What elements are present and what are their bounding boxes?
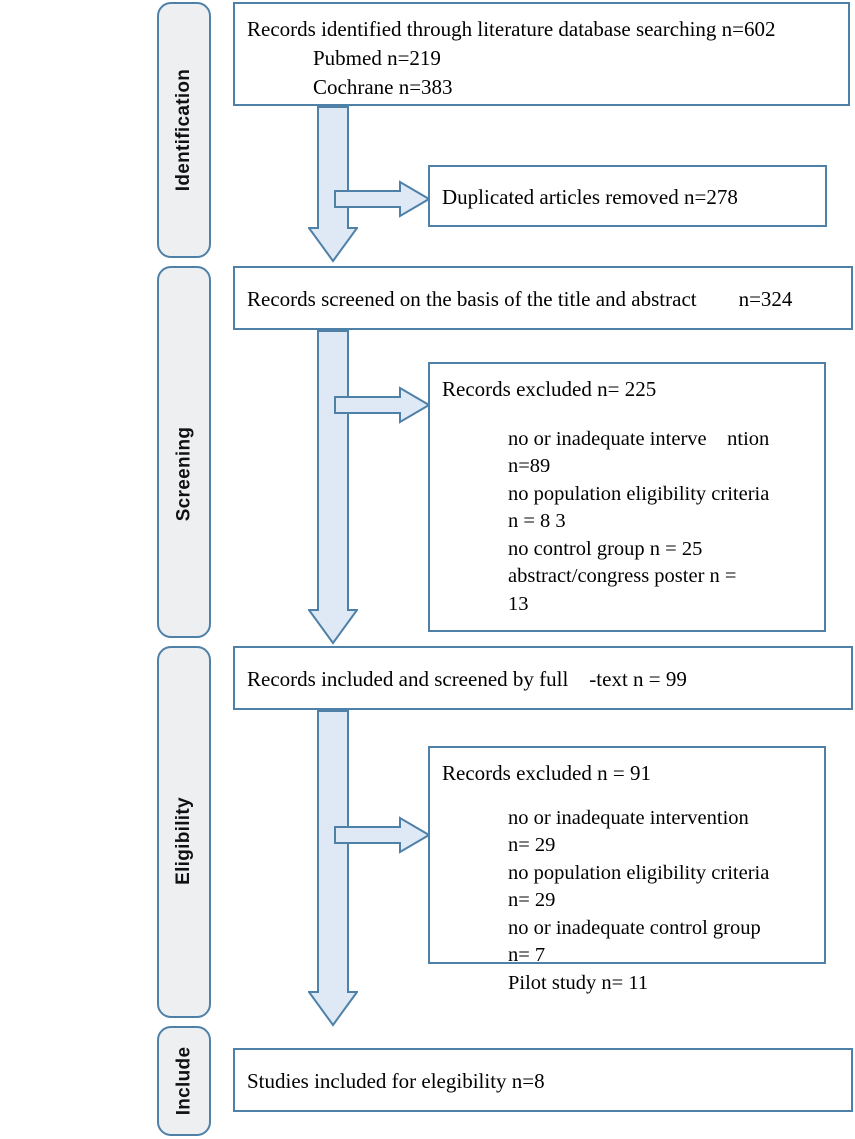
node-records-screened: Records screened on the basis of the tit…: [233, 266, 853, 330]
arrow-to-excluded-screening: [334, 386, 430, 424]
stage-pill-screening: Screening: [157, 266, 211, 638]
arrow-fulltext-to-included: [308, 710, 358, 1028]
node-excluded-eligibility: Records excluded n = 91 no or inadequate…: [428, 746, 826, 994]
arrow-screened-to-fulltext: [308, 330, 358, 646]
node-excluded-eligibility-reasons: no or inadequate intervention n= 29 no p…: [508, 807, 770, 994]
node-excluded-screening: Records excluded n= 225 no or inadequate…: [428, 362, 826, 632]
node-duplicates-removed: Duplicated articles removed n=278: [428, 165, 827, 227]
arrow-identified-to-screened: [308, 106, 358, 264]
arrow-to-excluded-eligibility: [334, 816, 430, 854]
stage-pill-eligibility: Eligibility: [157, 646, 211, 1018]
node-records-identified-line2: Pubmed n=219: [313, 46, 441, 70]
stage-label-include: Include: [173, 1046, 195, 1116]
node-records-identified-line3: Cochrane n=383: [313, 75, 453, 99]
node-studies-included-text: Studies included for elegibility n=8: [247, 1069, 545, 1093]
node-excluded-eligibility-heading: Records excluded n = 91: [442, 761, 651, 785]
stage-pill-identification: Identification: [157, 2, 211, 258]
node-excluded-screening-reasons: no or inadequate interve ntion n=89 no p…: [508, 428, 770, 615]
stage-label-eligibility: Eligibility: [173, 797, 195, 885]
arrow-to-duplicates-removed: [334, 180, 430, 218]
stage-pill-include: Include: [157, 1026, 211, 1136]
node-fulltext-screened-text: Records included and screened by full -t…: [247, 667, 687, 691]
node-excluded-screening-heading: Records excluded n= 225: [442, 377, 657, 401]
node-studies-included: Studies included for elegibility n=8: [233, 1048, 853, 1112]
stage-label-identification: Identification: [173, 68, 195, 192]
stage-label-screening: Screening: [173, 426, 195, 522]
node-records-identified: Records identified through literature da…: [233, 2, 850, 106]
node-records-screened-text: Records screened on the basis of the tit…: [247, 287, 793, 311]
node-records-identified-line1: Records identified through literature da…: [247, 17, 776, 41]
node-fulltext-screened: Records included and screened by full -t…: [233, 646, 853, 710]
node-duplicates-removed-text: Duplicated articles removed n=278: [442, 185, 738, 209]
